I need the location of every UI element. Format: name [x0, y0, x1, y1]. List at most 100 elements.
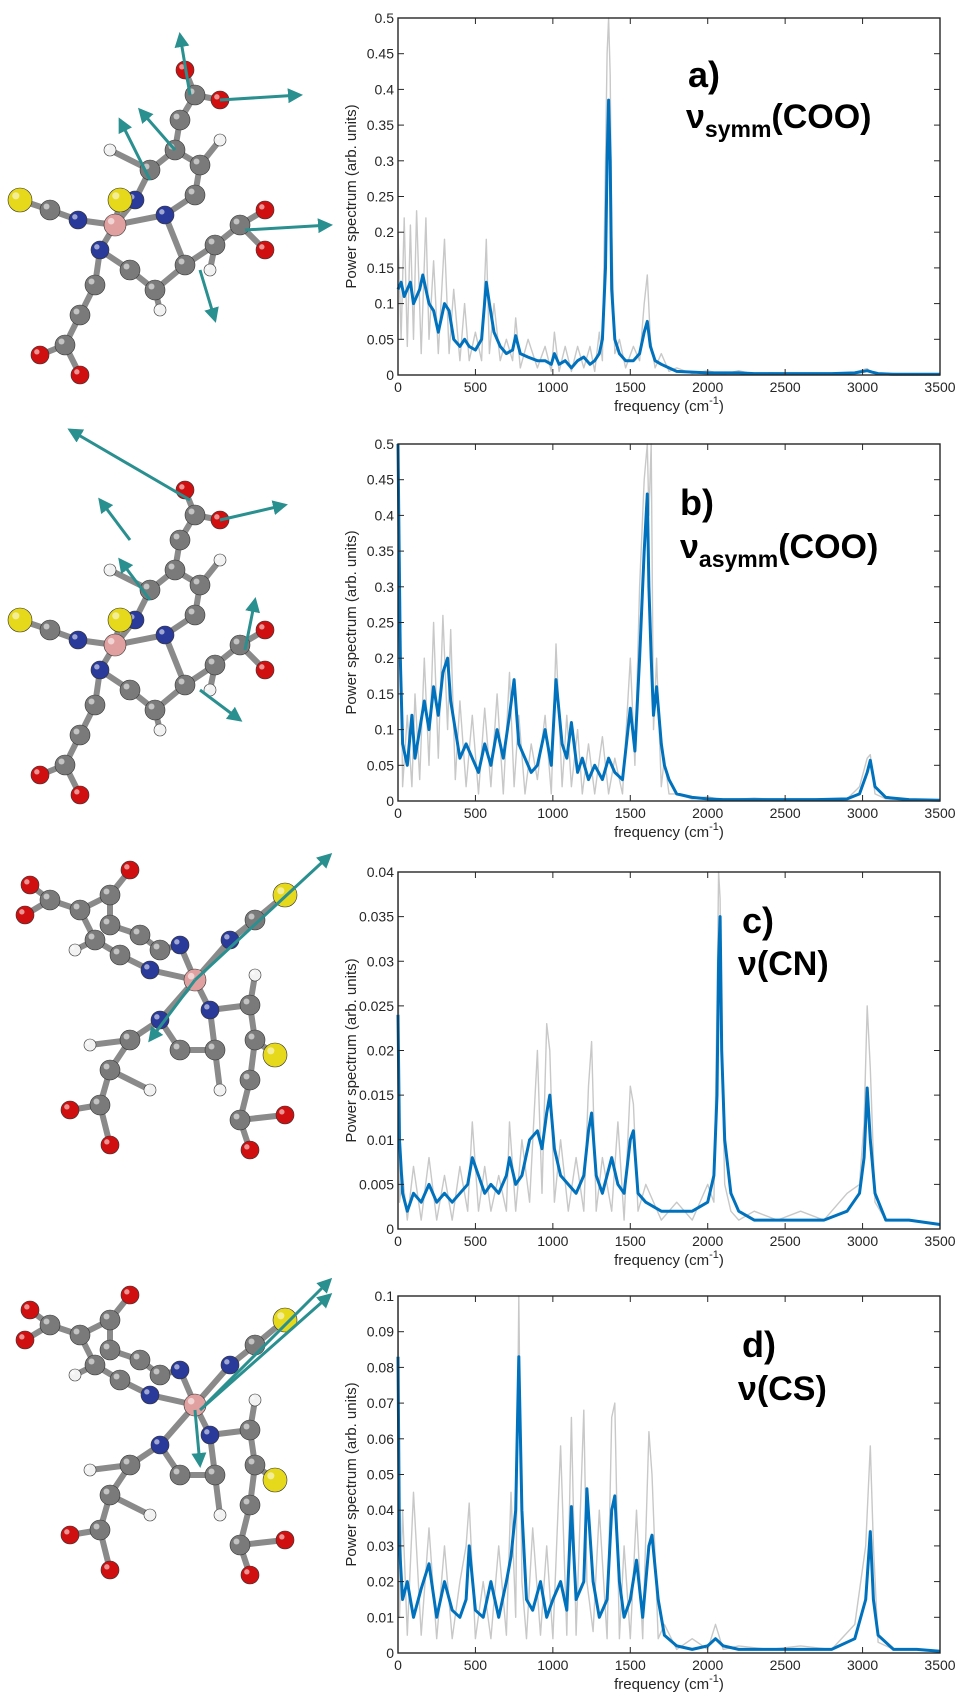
x-tick-label: 0: [394, 1657, 402, 1673]
atom-highlight: [216, 1086, 220, 1090]
atom: [184, 504, 206, 526]
displacement-arrow: [174, 32, 192, 96]
displacement-arrow: [219, 88, 303, 104]
atom: [155, 625, 175, 645]
atom-highlight: [123, 1033, 130, 1040]
atom: [204, 654, 226, 676]
y-tick-label: 0.025: [359, 998, 394, 1014]
y-tick-label: 0.25: [367, 615, 394, 631]
y-tick-label: 0.5: [375, 436, 395, 452]
atom-highlight: [233, 1538, 240, 1545]
x-tick-label: 3000: [847, 805, 878, 821]
atom: [229, 1109, 251, 1131]
x-tick-label: 3500: [924, 1233, 955, 1249]
atom: [119, 679, 141, 701]
atom-highlight: [224, 934, 230, 940]
x-tick-label: 1500: [615, 1657, 646, 1673]
atom: [39, 1314, 61, 1336]
atom-highlight: [243, 1423, 250, 1430]
x-tick-label: 500: [464, 379, 488, 395]
x-axis-label: frequency (cm-1): [614, 821, 724, 841]
atom-highlight: [43, 1318, 50, 1325]
x-tick-label: 1500: [615, 805, 646, 821]
atom: [120, 860, 140, 880]
atom: [244, 1029, 266, 1051]
y-tick-label: 0.4: [375, 81, 395, 97]
atom-highlight: [267, 1047, 275, 1055]
atom-highlight: [243, 998, 250, 1005]
x-tick-label: 3500: [924, 1657, 955, 1673]
x-tick-label: 2000: [692, 1233, 723, 1249]
displacement-arrow: [198, 269, 219, 323]
atom-highlight: [153, 943, 160, 950]
atom-highlight: [103, 918, 110, 925]
atom: [213, 1083, 227, 1097]
atom: [68, 943, 82, 957]
displacement-arrow: [203, 1277, 333, 1407]
atom: [70, 365, 90, 385]
atom-highlight: [208, 1468, 215, 1475]
x-tick-label: 0: [394, 379, 402, 395]
atom-highlight: [248, 1338, 255, 1345]
atom: [99, 1309, 121, 1331]
atom: [99, 884, 121, 906]
molecule-illustrations: [7, 32, 333, 1585]
atom-highlight: [112, 192, 120, 200]
atom-highlight: [154, 1439, 160, 1445]
atom-highlight: [248, 1033, 255, 1040]
x-tick-label: 3000: [847, 379, 878, 395]
atom: [20, 1300, 40, 1320]
atom-highlight: [71, 1371, 75, 1375]
y-axis-label: Power spectrum (arb. units): [343, 530, 360, 714]
atom-highlight: [154, 1014, 160, 1020]
y-tick-label: 0.1: [375, 1288, 395, 1304]
atom-highlight: [251, 1396, 255, 1400]
atom-highlight: [112, 612, 120, 620]
atom-highlight: [224, 1359, 230, 1365]
x-tick-label: 1000: [537, 1657, 568, 1673]
atom-highlight: [72, 214, 78, 220]
atom-highlight: [19, 909, 25, 915]
atom-highlight: [259, 244, 265, 250]
x-tick-label: 2000: [692, 805, 723, 821]
atom: [255, 620, 275, 640]
atom: [213, 1508, 227, 1522]
atom: [68, 630, 88, 650]
atom-highlight: [216, 556, 220, 560]
atom: [204, 1464, 226, 1486]
atom-highlight: [156, 726, 160, 730]
atom-highlight: [243, 1498, 250, 1505]
atom-highlight: [148, 703, 155, 710]
displacement-arrow: [148, 979, 197, 1043]
atom-highlight: [216, 1511, 220, 1515]
atom-highlight: [204, 1429, 210, 1435]
atom: [89, 1094, 111, 1116]
x-tick-label: 1000: [537, 379, 568, 395]
atom-highlight: [144, 1389, 150, 1395]
atom-highlight: [58, 338, 65, 345]
plot-area: [398, 872, 940, 1229]
panel-letter: d): [742, 1324, 776, 1365]
y-tick-label: 0.035: [359, 909, 394, 925]
atom-highlight: [73, 1328, 80, 1335]
y-tick-label: 0.45: [367, 46, 394, 62]
atom: [69, 1324, 91, 1346]
atom: [68, 1368, 82, 1382]
y-tick-label: 0.35: [367, 543, 394, 559]
atom: [275, 1530, 295, 1550]
atom-highlight: [168, 563, 175, 570]
atom: [240, 1565, 260, 1585]
atom-highlight: [19, 1334, 25, 1340]
y-tick-label: 0.02: [367, 1574, 394, 1590]
atom: [84, 1354, 106, 1376]
y-axis-label: Power spectrum (arb. units): [343, 1382, 360, 1566]
atom: [153, 303, 167, 317]
atom: [275, 1105, 295, 1125]
atom: [39, 199, 61, 221]
y-tick-label: 0.1: [375, 722, 395, 738]
atom: [155, 205, 175, 225]
atom: [220, 1355, 240, 1375]
atom: [200, 1425, 220, 1445]
atom-highlight: [153, 1368, 160, 1375]
